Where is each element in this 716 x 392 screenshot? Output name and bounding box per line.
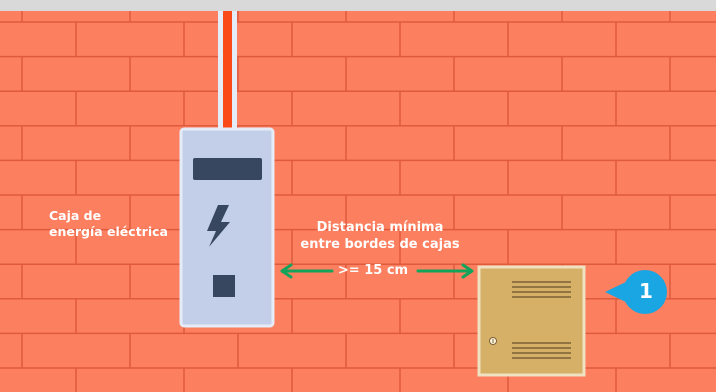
electric-box-label-line2: energía eléctrica bbox=[49, 224, 168, 239]
distance-label: Distancia mínima entre bordes de cajas bbox=[270, 219, 490, 253]
lock-icon bbox=[489, 337, 497, 345]
electric-box-label: Caja de energía eléctrica bbox=[49, 208, 168, 240]
lightning-bolt-icon bbox=[207, 205, 230, 247]
distance-label-line2: entre bordes de cajas bbox=[300, 237, 460, 252]
step-badge-number: 1 bbox=[639, 279, 653, 303]
distance-measure: >= 15 cm bbox=[337, 263, 409, 278]
step-badge bbox=[605, 270, 667, 314]
target-box bbox=[477, 265, 586, 377]
distance-label-line1: Distancia mínima bbox=[316, 220, 444, 235]
electric-box-display bbox=[193, 158, 262, 180]
brick-wall bbox=[0, 11, 716, 392]
electric-cable bbox=[218, 11, 237, 133]
electric-box bbox=[179, 127, 275, 328]
electric-box-label-line1: Caja de bbox=[49, 208, 102, 223]
electric-box-meter bbox=[213, 275, 235, 297]
distance-arrow bbox=[280, 263, 474, 279]
ceiling-strip bbox=[0, 0, 716, 11]
